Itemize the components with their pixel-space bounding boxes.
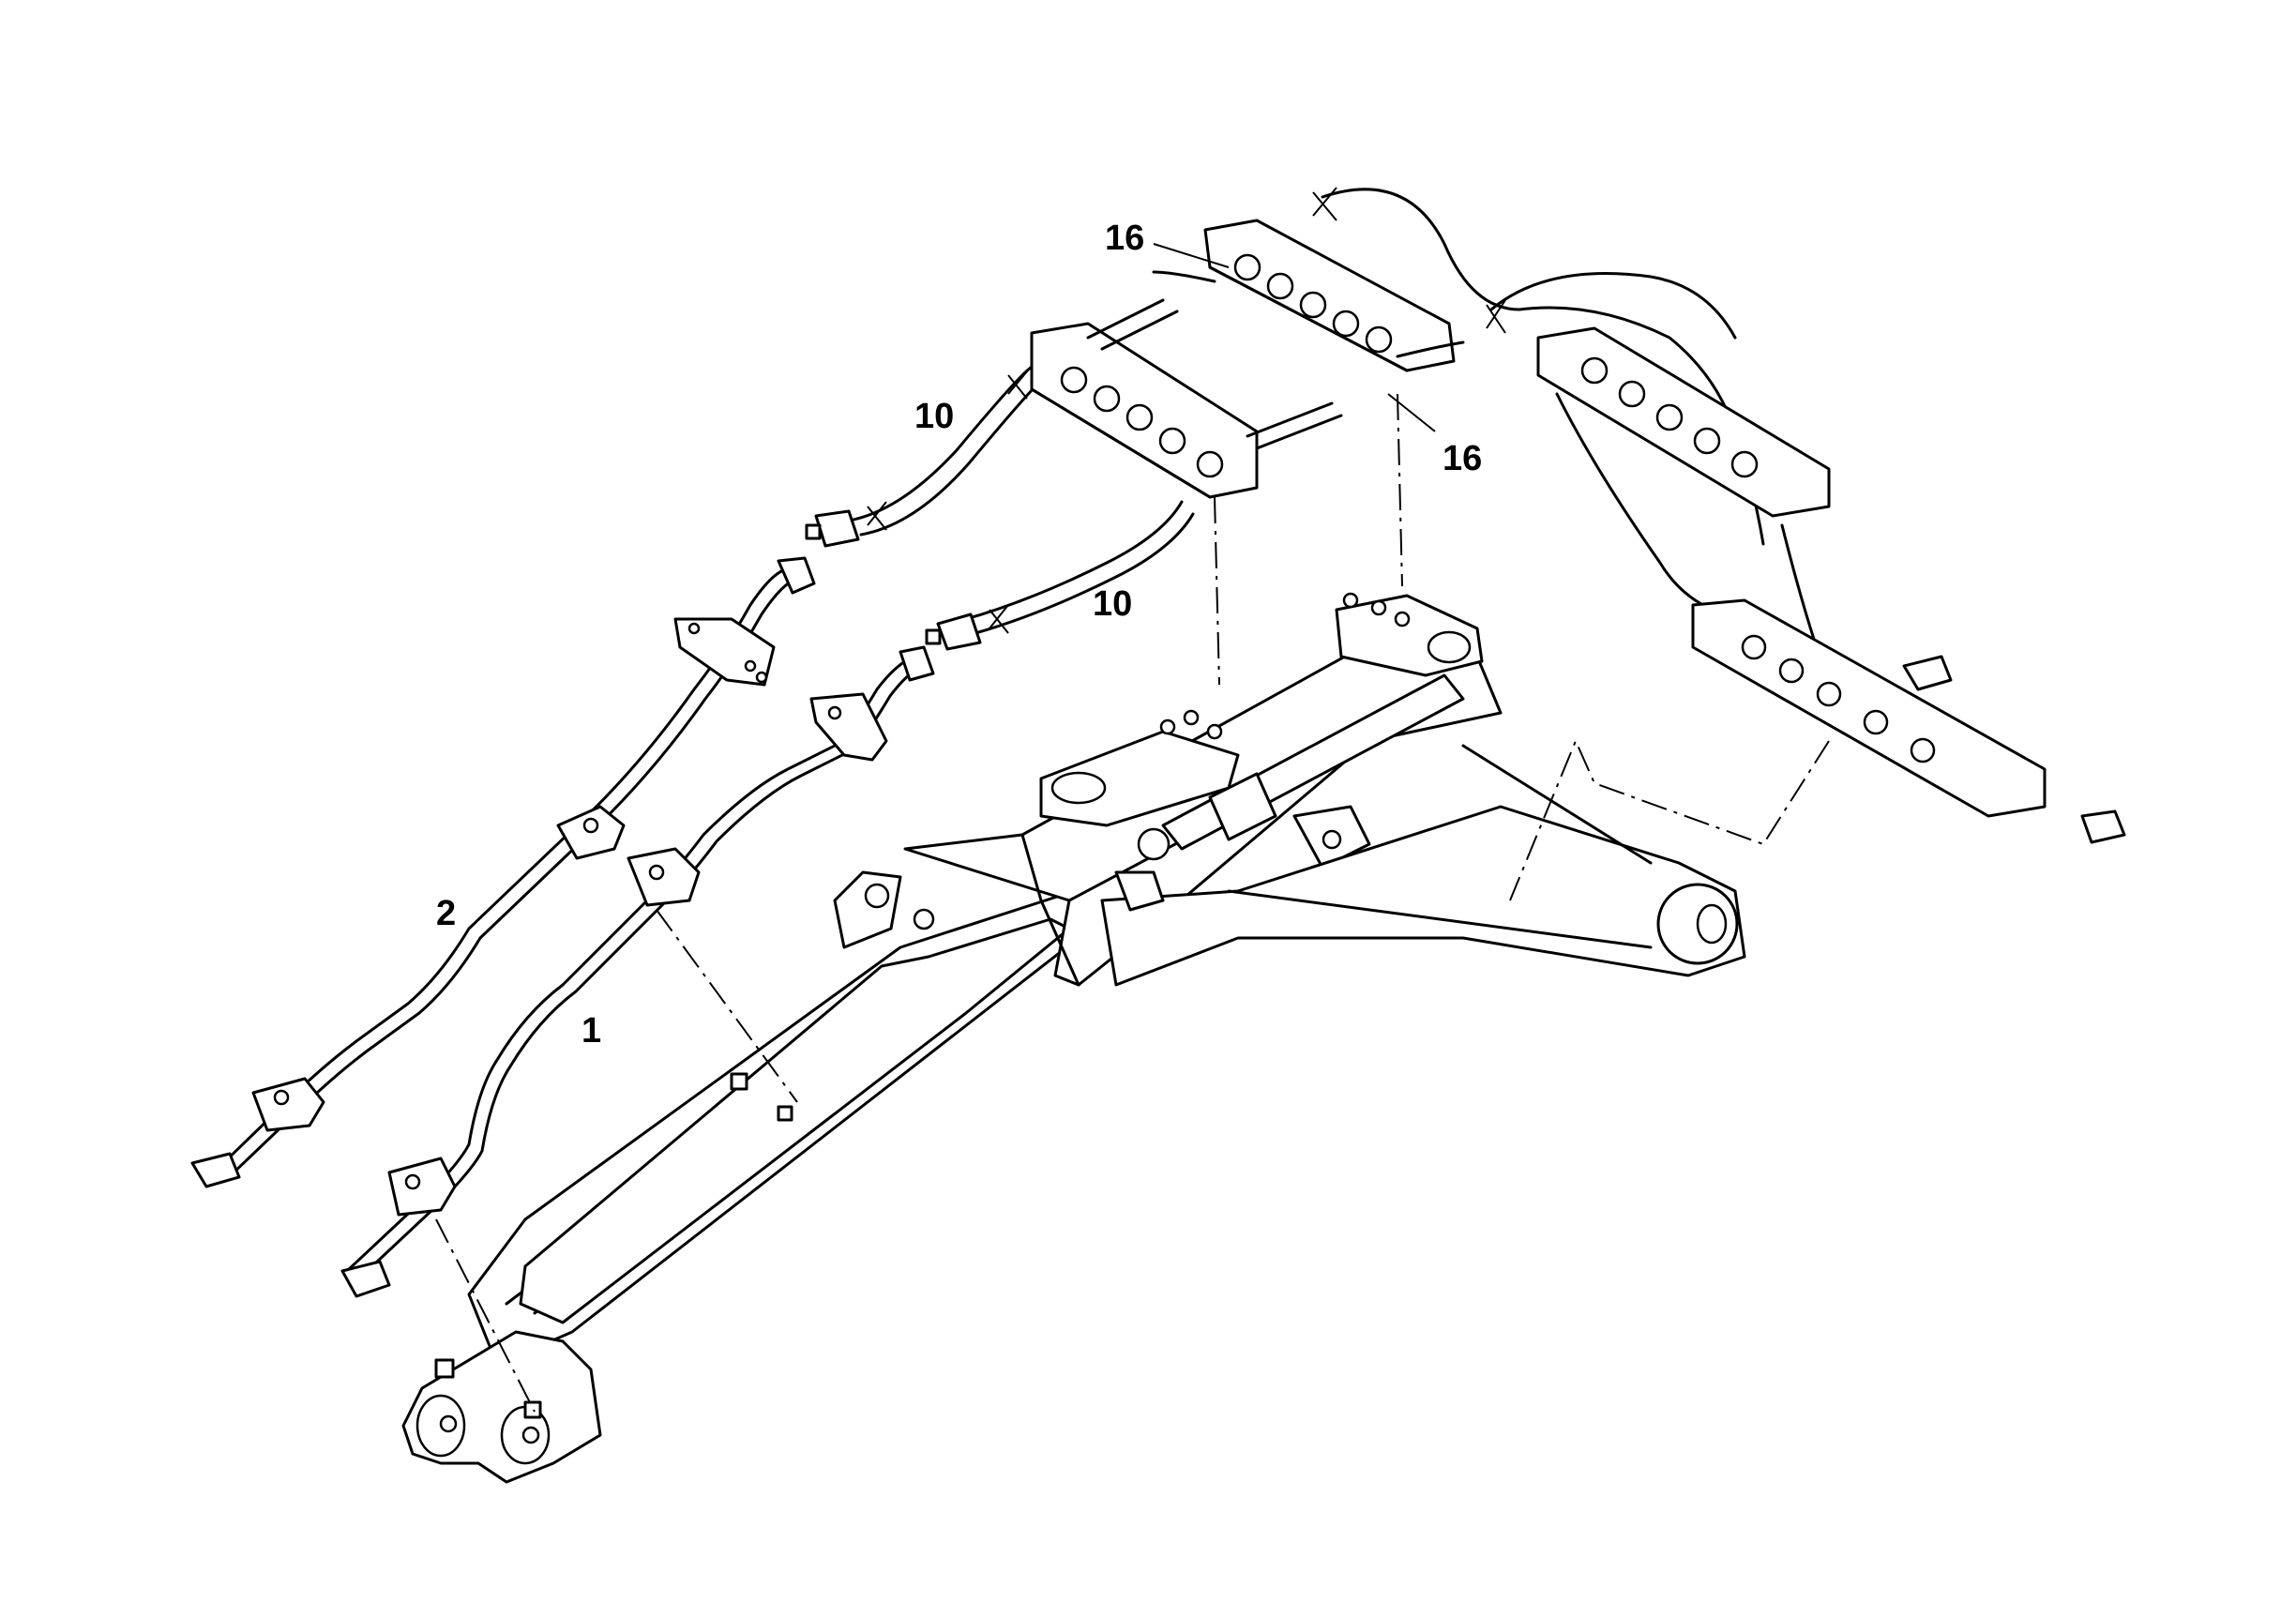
callout-2: 2 <box>436 894 457 933</box>
right-hose-assembly <box>1312 187 2126 844</box>
hose-10-upper <box>805 362 1050 548</box>
boom-arm <box>401 592 1746 1484</box>
callout-16-right: 16 <box>1443 439 1483 478</box>
callout-10-middle: 10 <box>1093 584 1133 624</box>
hose-10-middle <box>925 500 1195 651</box>
clamp-block-upper <box>1152 219 1465 372</box>
pipe-1-assembly <box>340 645 935 1298</box>
pipe-2-assembly <box>190 556 816 1188</box>
callout-16-top: 16 <box>1105 219 1145 258</box>
callout-1: 1 <box>582 1011 602 1051</box>
callout-10-top: 10 <box>914 397 955 436</box>
clamp-block-lower <box>1030 298 1343 499</box>
alignment-lines <box>435 243 1830 1413</box>
